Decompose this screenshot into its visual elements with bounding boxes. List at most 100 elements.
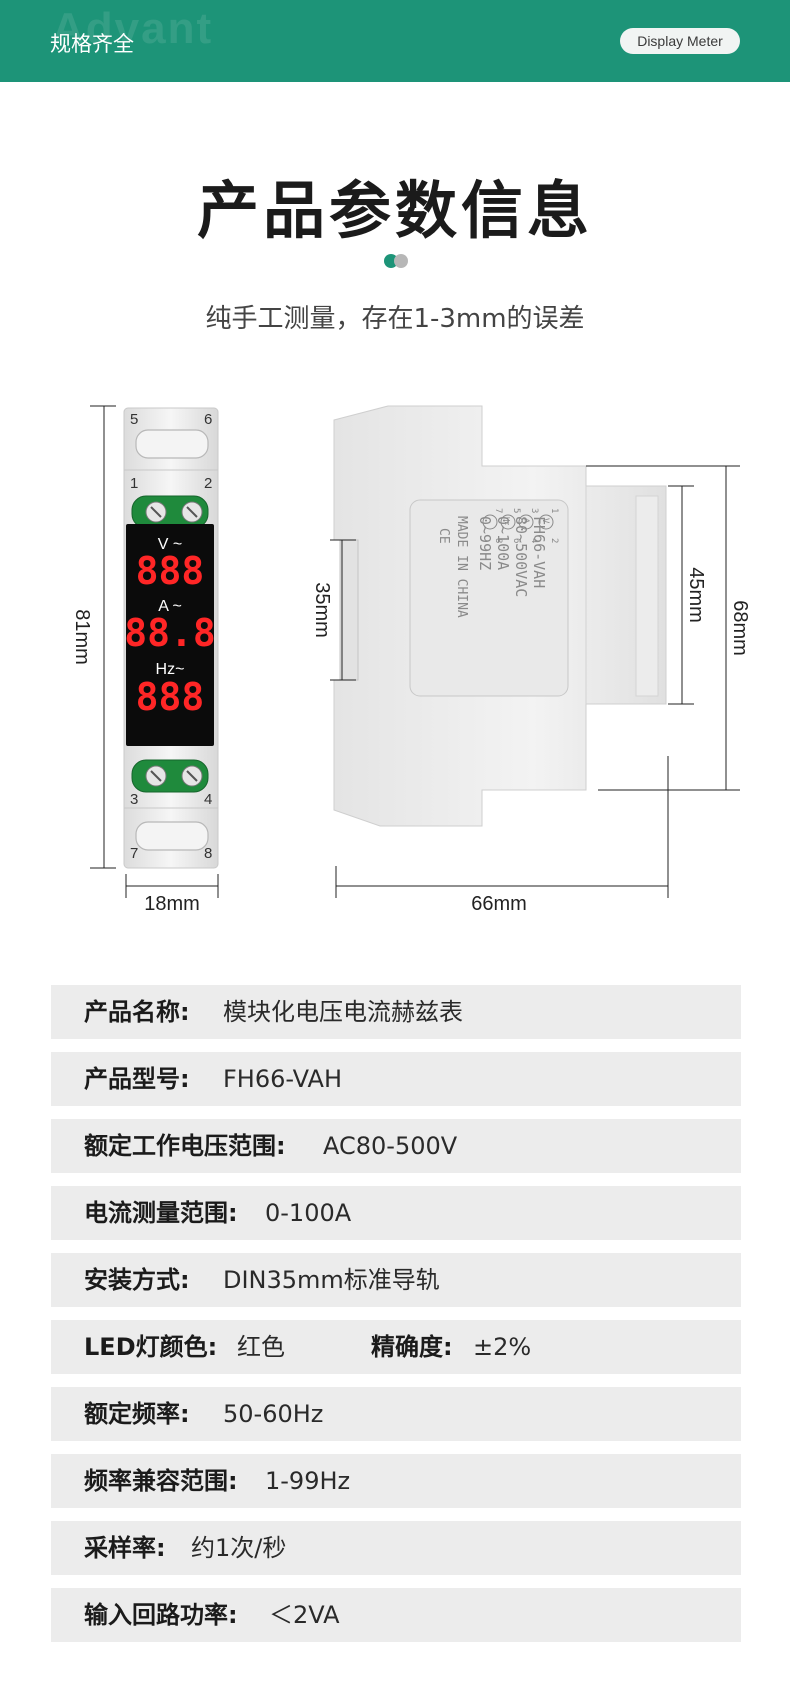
- header-bar: Advant 规格齐全 Display Meter: [0, 0, 790, 82]
- gray-dot-icon: [394, 254, 408, 268]
- spec-label-secondary: 精确度:: [371, 1333, 453, 1361]
- spec-label: 额定频率:: [84, 1400, 190, 1428]
- spec-value: 红色: [237, 1333, 285, 1361]
- spec-row: 产品型号: FH66-VAH: [51, 1052, 741, 1106]
- spec-row: 频率兼容范围: 1-99Hz: [51, 1454, 741, 1508]
- label-origin: MADE IN CHINA: [454, 516, 469, 618]
- hertz-symbol-icon: [500, 514, 516, 530]
- current-symbol-icon: [518, 514, 534, 530]
- terminal-label: 5: [130, 411, 138, 428]
- spec-row: 额定频率: 50-60Hz: [51, 1387, 741, 1441]
- din-rail-slot: [339, 539, 359, 681]
- terminal-label: 6: [204, 411, 212, 428]
- voltage-symbol-text: V: [540, 518, 550, 524]
- spec-value: 0-100A: [265, 1199, 352, 1227]
- spec-row: 产品名称: 模块化电压电流赫兹表: [51, 985, 741, 1039]
- section-title: 产品参数信息: [196, 174, 593, 247]
- side-flange: [635, 495, 659, 697]
- spec-label: 频率兼容范围:: [84, 1467, 238, 1495]
- spec-value: 约1次/秒: [191, 1534, 287, 1562]
- label-model: FH66-VAH: [530, 516, 548, 588]
- header-watermark-text: Advant: [52, 4, 214, 53]
- pin-number: 2: [549, 538, 559, 543]
- pin-number: 7: [493, 508, 503, 513]
- title-divider-dots: [384, 254, 410, 268]
- pin-number: 1: [549, 508, 559, 513]
- label-current: 0~100A: [494, 516, 512, 570]
- led-digits: 888: [136, 675, 205, 719]
- spec-label: 安装方式:: [84, 1266, 190, 1294]
- bottom-clip: [135, 821, 209, 851]
- spec-label: 产品名称:: [84, 998, 190, 1026]
- width-dimension-label: 18mm: [144, 893, 200, 915]
- top-clip: [135, 429, 209, 459]
- header-title: 规格齐全: [50, 32, 134, 56]
- spec-row: 安装方式: DIN35mm标准导轨: [51, 1253, 741, 1307]
- display-unit-label: Hz~: [156, 661, 185, 678]
- terminal-label: 1: [130, 475, 138, 492]
- terminal-label: 7: [130, 845, 138, 862]
- spec-label: 额定工作电压范围:: [84, 1132, 286, 1160]
- spec-value: FH66-VAH: [223, 1065, 342, 1093]
- spec-value: ＜2VA: [269, 1601, 340, 1629]
- display-unit-label: A ~: [158, 598, 182, 615]
- measurement-note: 纯手工测量，存在1-3mm的误差: [205, 304, 585, 334]
- ce-mark-icon: CE: [436, 528, 451, 544]
- terminal-label: 2: [204, 475, 212, 492]
- pin-number: 3: [529, 508, 539, 513]
- spec-value: DIN35mm标准导轨: [223, 1266, 440, 1294]
- spec-value: 1-99Hz: [265, 1467, 351, 1495]
- led-digits: 888: [136, 549, 205, 593]
- side-label-plate: [409, 499, 569, 697]
- rail-dimension-label: 35mm: [311, 582, 333, 638]
- voltage-symbol-icon: [538, 514, 554, 530]
- terminal-label: 4: [204, 791, 212, 808]
- spec-label: LED灯颜色:: [84, 1333, 218, 1361]
- label-frequency: 0~99HZ: [476, 516, 494, 570]
- outer-dimension-label: 68mm: [729, 600, 751, 656]
- current-symbol-text: A: [520, 518, 530, 524]
- side-view: FH66-VAH 80~500VAC 0~100A 0~99HZ MADE IN…: [311, 405, 751, 915]
- pin-number: 5: [511, 508, 521, 513]
- inner-dimension-label: 45mm: [685, 567, 707, 623]
- spec-row: 电流测量范围: 0-100A: [51, 1186, 741, 1240]
- display-meter-badge[interactable]: Display Meter: [620, 28, 740, 54]
- terminal-label: 8: [204, 845, 212, 862]
- pin-number: 8: [493, 538, 503, 543]
- width-dimension-line: [125, 874, 219, 898]
- led-digits: 88.8: [124, 611, 216, 655]
- spec-row: 采样率: 约1次/秒: [51, 1521, 741, 1575]
- bottom-terminal-block: [131, 759, 209, 793]
- terminal-label: 3: [130, 791, 138, 808]
- spec-label: 电流测量范围:: [84, 1199, 238, 1227]
- pin-symbol-legend: V A Hz 1 2 3 4 5 6 7 8: [482, 508, 559, 543]
- inner-dimension-line: [668, 485, 694, 705]
- spec-label: 输入回路功率:: [84, 1601, 238, 1629]
- spec-row: 额定工作电压范围: AC80-500V: [51, 1119, 741, 1173]
- pin-number: 6: [511, 538, 521, 543]
- spec-value: 模块化电压电流赫兹表: [223, 998, 463, 1026]
- outer-dimension-line: [586, 465, 740, 791]
- spec-value: 50-60Hz: [223, 1400, 324, 1428]
- spec-value-secondary: ±2%: [473, 1333, 532, 1361]
- hertz-symbol-text: Hz: [503, 517, 511, 525]
- spec-row: 输入回路功率: ＜2VA: [51, 1588, 741, 1642]
- spec-label: 产品型号:: [84, 1065, 190, 1093]
- spec-row: LED灯颜色: 红色 精确度: ±2%: [51, 1320, 741, 1374]
- height-dimension-label: 81mm: [71, 609, 93, 665]
- empty-symbol-icon: [482, 514, 498, 530]
- display-unit-label: V ~: [158, 536, 182, 553]
- label-voltage: 80~500VAC: [512, 516, 530, 597]
- spec-value: AC80-500V: [323, 1132, 458, 1160]
- top-terminal-block: [131, 495, 209, 529]
- depth-dimension-line: [335, 756, 669, 898]
- rail-dimension-line: [330, 539, 356, 681]
- product-dimension-drawing: 5 6 1 2 3 4 7 8 V ~: [0, 390, 790, 930]
- height-dimension-line: [90, 405, 116, 869]
- depth-dimension-label: 66mm: [471, 893, 527, 915]
- dimension-drawing-svg: 5 6 1 2 3 4 7 8 V ~: [71, 405, 751, 915]
- side-label-text: FH66-VAH 80~500VAC 0~100A 0~99HZ MADE IN…: [436, 516, 548, 618]
- spec-label: 采样率:: [84, 1534, 166, 1562]
- pin-number: 4: [529, 538, 539, 543]
- front-view: 5 6 1 2 3 4 7 8 V ~: [71, 405, 219, 915]
